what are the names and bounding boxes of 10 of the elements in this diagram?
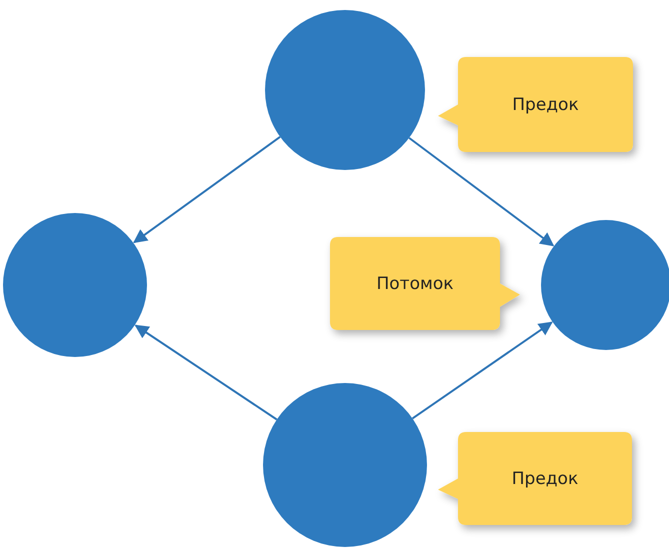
arrow bbox=[133, 136, 281, 244]
callout-text: Предок bbox=[510, 468, 580, 490]
speech-bubble bbox=[438, 432, 632, 525]
speech-bubble bbox=[330, 237, 520, 330]
arrow bbox=[134, 324, 278, 420]
arrow bbox=[408, 137, 554, 246]
callout-text: Предок bbox=[511, 94, 580, 116]
arrow bbox=[412, 322, 553, 420]
callout-text: Потомок bbox=[376, 272, 454, 296]
speech-bubble bbox=[438, 57, 633, 152]
